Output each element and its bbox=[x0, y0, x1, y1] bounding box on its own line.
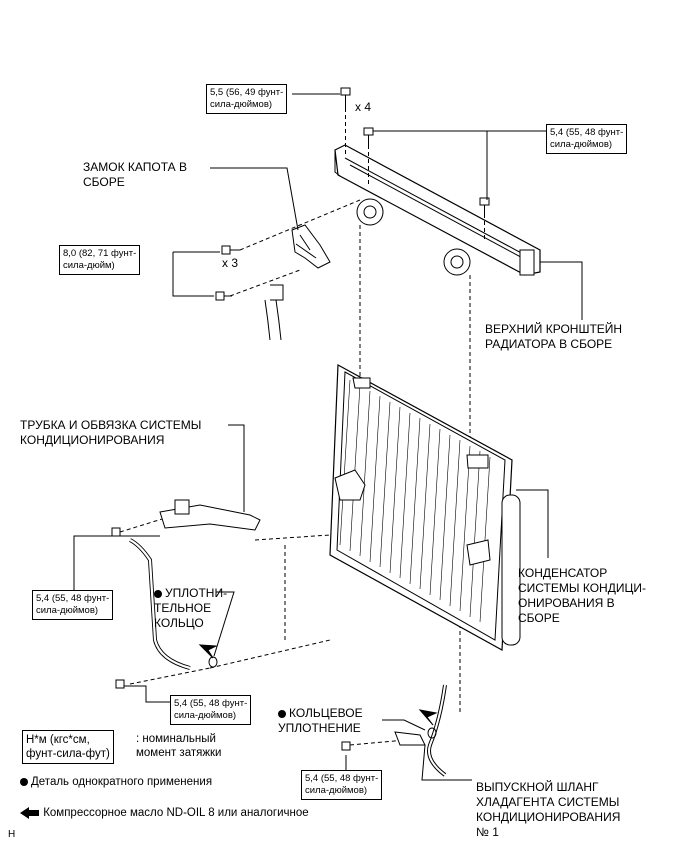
bolt-tube bbox=[111, 527, 121, 537]
single-use-dot-2 bbox=[278, 709, 286, 718]
condenser bbox=[329, 364, 521, 651]
bolt-top-1 bbox=[340, 87, 351, 108]
hood-cable bbox=[264, 299, 282, 341]
corner-mark: H bbox=[8, 829, 16, 840]
legend-single-use: Деталь однократного применения bbox=[20, 775, 212, 789]
bolt-tube-lower bbox=[115, 679, 125, 689]
legend-dot bbox=[20, 777, 28, 786]
bolt-top-2 bbox=[363, 127, 374, 145]
oil-arrow-icon bbox=[20, 806, 39, 819]
discharge-hose bbox=[394, 684, 447, 777]
torque-spec-3: 8,0 (82, 71 фунт- сила-дюйм) bbox=[59, 245, 141, 275]
legend-oil-text: Компрессорное масло ND-OIL 8 или аналоги… bbox=[43, 807, 309, 819]
torque-spec-6: 5,4 (55, 48 фунт- сила-дюймов) bbox=[301, 770, 383, 800]
upper-bracket-label: ВЕРХНИЙ КРОНШТЕЙН РАДИАТОРА В СБОРЕ bbox=[485, 322, 623, 351]
oil-arrow-2 bbox=[418, 709, 438, 726]
o-ring-label: КОЛЬЦЕВОЕ УПЛОТНЕНИЕ bbox=[278, 706, 363, 736]
legend-unit-text: : номинальный момент затяжки bbox=[136, 733, 222, 759]
hood-lock-label: ЗАМОК КАПОТА В СБОРЕ bbox=[83, 160, 187, 189]
single-use-dot bbox=[154, 589, 162, 598]
torque-spec-5: 5,4 (55, 48 фунт- сила-дюймов) bbox=[170, 695, 252, 725]
leader-lines bbox=[73, 93, 583, 781]
bolt-hood-1 bbox=[221, 245, 240, 255]
seal-ring-label: УПЛОТНИ- ТЕЛЬНОЕ КОЛЬЦО bbox=[154, 586, 227, 631]
torque-spec-2: 5,4 (55, 48 фунт- сила-дюймов) bbox=[546, 124, 628, 154]
seal-ring-text: УПЛОТНИ- ТЕЛЬНОЕ КОЛЬЦО bbox=[154, 586, 228, 630]
condenser-label: КОНДЕНСАТОР СИСТЕМЫ КОНДИЦИ- ОНИРОВАНИЯ … bbox=[518, 566, 646, 625]
bolt-hose bbox=[341, 741, 351, 751]
bolt-hood-2 bbox=[215, 291, 232, 301]
discharge-hose-label: ВЫПУСКНОЙ ШЛАНГ ХЛАДАГЕНТА СИСТЕМЫ КОНДИ… bbox=[476, 780, 621, 839]
legend-oil: Компрессорное масло ND-OIL 8 или аналоги… bbox=[20, 806, 309, 820]
ac-tube-label: ТРУБКА И ОБВЯЗКА СИСТЕМЫ КОНДИЦИОНИРОВАН… bbox=[20, 418, 202, 447]
ac-tube bbox=[129, 499, 261, 670]
legend-single-use-text: Деталь однократного применения bbox=[31, 776, 213, 788]
hood-lock bbox=[291, 224, 331, 269]
pulley-right bbox=[443, 248, 471, 276]
torque-spec-1: 5,5 (56, 49 фунт- сила-дюймов) bbox=[206, 84, 288, 114]
o-ring-text: КОЛЬЦЕВОЕ УПЛОТНЕНИЕ bbox=[278, 706, 363, 735]
bolt-top-3 bbox=[479, 197, 490, 214]
multiplier-x4: x 4 bbox=[355, 100, 372, 114]
torque-spec-4: 5,4 (55, 48 фунт- сила-дюймов) bbox=[32, 590, 114, 620]
pulley-left bbox=[356, 198, 384, 226]
o-ring bbox=[427, 727, 437, 739]
oil-arrow-1 bbox=[198, 644, 218, 659]
seal-ring bbox=[208, 656, 218, 668]
hood-lock-plate bbox=[270, 284, 284, 301]
legend-unit-box: Н*м (кгс*см, фунт-сила-фут) bbox=[22, 730, 114, 764]
multiplier-x3: x 3 bbox=[222, 256, 239, 270]
